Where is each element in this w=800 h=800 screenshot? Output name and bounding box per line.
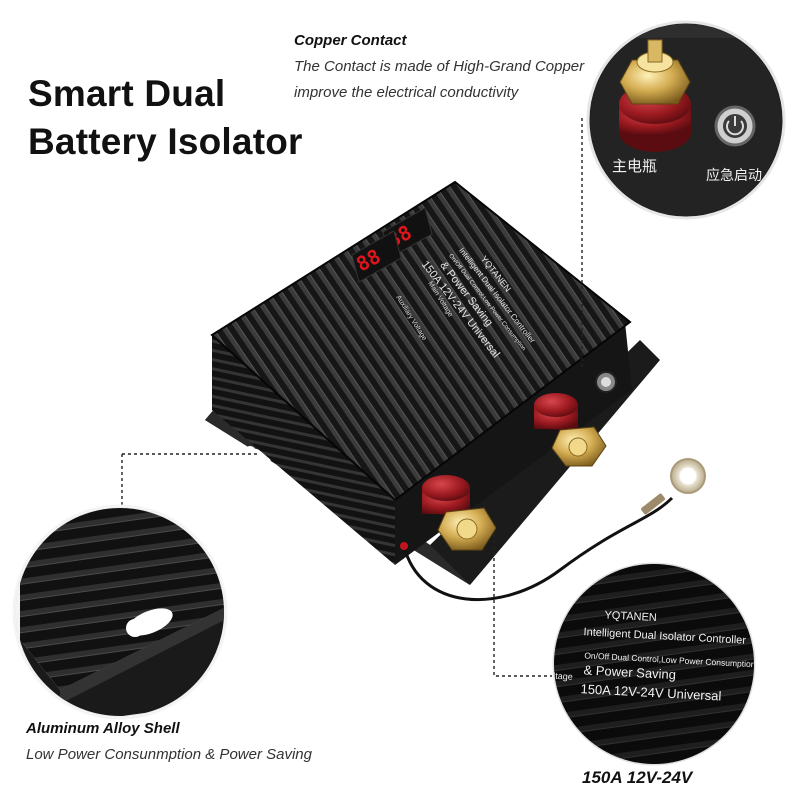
- zoom-label-line3: & Power Saving: [583, 662, 676, 682]
- zoom-terminal-closeup: 主电瓶 应急启动: [586, 20, 786, 220]
- power-button-icon: [595, 371, 617, 393]
- zoom-shell-closeup: [12, 504, 228, 720]
- zoom-label-closeup: YQTANEN Intelligent Dual Isolator Contro…: [552, 562, 756, 766]
- shell-callout-title: Aluminum Alloy Shell: [26, 720, 180, 737]
- battery-terminal-aux: [534, 393, 607, 467]
- copper-callout-line1: The Contact is made of High-Grand Copper: [294, 58, 585, 75]
- zoom-bracket-slot: [126, 608, 173, 637]
- device-front-face: [212, 335, 395, 565]
- battery-terminal-main: [422, 475, 497, 551]
- zoom-power-button-icon: [714, 105, 756, 147]
- rating-caption: 150A 12V-24V: [582, 768, 693, 787]
- zoom-label-emergency-start: 应急启动: [706, 167, 762, 183]
- zoom-label-main-battery: 主电瓶: [612, 158, 657, 175]
- shell-callout-desc: Low Power Consunmption & Power Saving: [26, 746, 312, 763]
- zoom-brand: YQTANEN: [604, 609, 657, 624]
- callout-leader-lines: [121, 118, 583, 677]
- device-top-face: [212, 182, 630, 500]
- headline: Smart Dual Battery Isolator: [28, 70, 303, 166]
- copper-callout-line2: improve the electrical conductivity: [294, 84, 519, 101]
- copper-callout-title: Copper Contact: [294, 32, 407, 49]
- zoom-red-terminal: [619, 39, 691, 152]
- headline-line1: Smart Dual: [28, 73, 226, 114]
- zoom-label-line4: 150A 12V-24V Universal: [580, 681, 722, 703]
- ground-wire: [402, 496, 674, 601]
- ring-terminal: [641, 458, 706, 515]
- headline-line2: Battery Isolator: [28, 121, 303, 162]
- isolator-device: 88 88 Main Voltage Auxiliary Voltage YQT…: [205, 180, 706, 601]
- zoom-label-edge: ltage: [553, 671, 573, 682]
